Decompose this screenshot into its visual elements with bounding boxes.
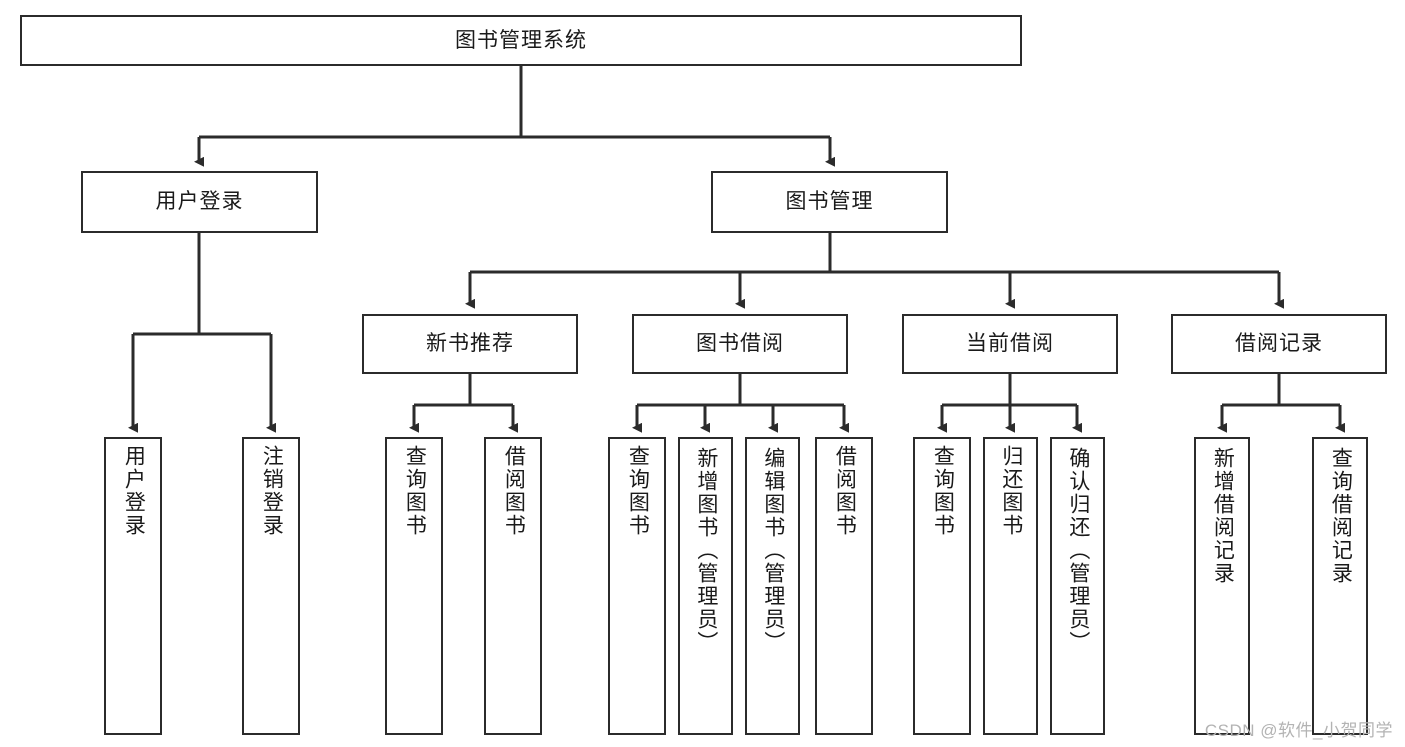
- node-label: 借阅记录: [1235, 332, 1323, 356]
- node-label: 新增图书（管理员）: [694, 447, 718, 654]
- node-label: 确认归还（管理员）: [1066, 447, 1090, 654]
- node-label: 新书推荐: [426, 332, 514, 356]
- node-label: 图书管理: [785, 190, 874, 214]
- node-borrow-record[interactable]: 借阅记录: [1171, 314, 1387, 374]
- node-leaf-query-borrow-record[interactable]: 查询借阅记录: [1312, 437, 1368, 735]
- node-label: 查询借阅记录: [1329, 447, 1353, 585]
- node-leaf-borrow-book-recommend[interactable]: 借阅图书: [484, 437, 542, 735]
- node-leaf-query-book-current[interactable]: 查询图书: [913, 437, 971, 735]
- node-label: 用户登录: [122, 445, 146, 537]
- node-leaf-confirm-return-admin[interactable]: 确认归还（管理员）: [1050, 437, 1105, 735]
- node-leaf-borrow-book[interactable]: 借阅图书: [815, 437, 873, 735]
- node-label: 查询图书: [931, 445, 955, 537]
- node-leaf-query-book-borrow[interactable]: 查询图书: [608, 437, 666, 735]
- watermark-text: CSDN @软件_小贺同学: [1204, 721, 1393, 740]
- node-leaf-add-book-admin[interactable]: 新增图书（管理员）: [678, 437, 733, 735]
- node-book-management[interactable]: 图书管理: [711, 171, 948, 233]
- node-leaf-query-book-recommend[interactable]: 查询图书: [385, 437, 443, 735]
- node-book-borrow[interactable]: 图书借阅: [632, 314, 848, 374]
- node-label: 注销登录: [260, 445, 284, 537]
- node-label: 借阅图书: [502, 445, 526, 537]
- node-label: 归还图书: [999, 445, 1023, 537]
- node-label: 新增借阅记录: [1211, 447, 1235, 585]
- node-root-book-management-system[interactable]: 图书管理系统: [20, 15, 1022, 66]
- node-label: 借阅图书: [833, 445, 857, 537]
- node-label: 图书借阅: [696, 332, 784, 356]
- node-label: 用户登录: [155, 190, 244, 214]
- node-leaf-edit-book-admin[interactable]: 编辑图书（管理员）: [745, 437, 800, 735]
- node-user-login[interactable]: 用户登录: [81, 171, 318, 233]
- node-label: 编辑图书（管理员）: [761, 447, 785, 654]
- node-leaf-return-book[interactable]: 归还图书: [983, 437, 1038, 735]
- node-current-borrow[interactable]: 当前借阅: [902, 314, 1118, 374]
- node-label: 查询图书: [626, 445, 650, 537]
- node-label: 图书管理系统: [455, 28, 587, 52]
- node-leaf-logout[interactable]: 注销登录: [242, 437, 300, 735]
- node-new-book-recommend[interactable]: 新书推荐: [362, 314, 578, 374]
- node-label: 查询图书: [403, 445, 427, 537]
- node-leaf-user-login[interactable]: 用户登录: [104, 437, 162, 735]
- node-label: 当前借阅: [966, 332, 1054, 356]
- node-leaf-add-borrow-record[interactable]: 新增借阅记录: [1194, 437, 1250, 735]
